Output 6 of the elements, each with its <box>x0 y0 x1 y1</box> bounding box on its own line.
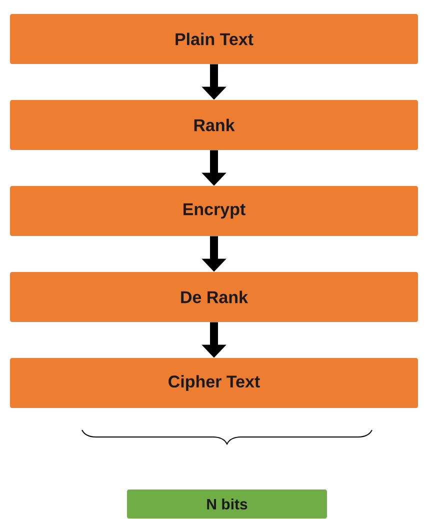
process-box: Encrypt <box>10 186 418 236</box>
process-box: Plain Text <box>10 14 418 64</box>
result-box: N bits <box>127 490 327 518</box>
process-box: De Rank <box>10 272 418 322</box>
process-box: Rank <box>10 100 418 150</box>
process-box: Cipher Text <box>10 358 418 408</box>
